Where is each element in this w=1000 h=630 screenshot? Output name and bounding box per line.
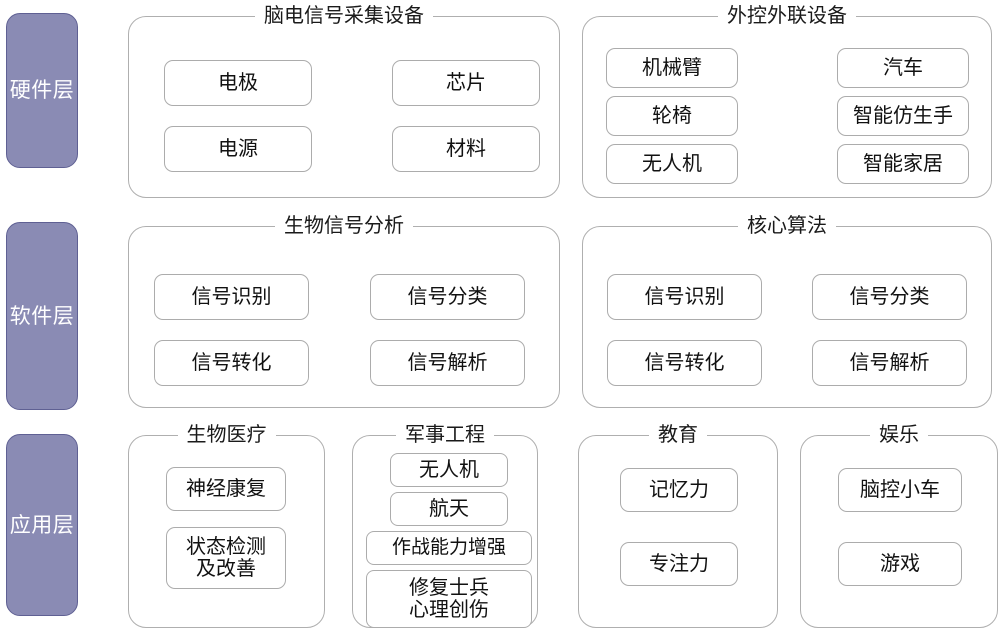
- group-body-entertainment: 脑控小车 游戏: [800, 435, 998, 628]
- group-title-external-devices: 外控外联设备: [718, 5, 856, 27]
- item-box[interactable]: 信号识别: [607, 274, 762, 320]
- item-box[interactable]: 汽车: [837, 48, 969, 88]
- group-body-education: 记忆力 专注力: [578, 435, 778, 628]
- item-box[interactable]: 修复士兵 心理创伤: [366, 570, 532, 628]
- item-box[interactable]: 状态检测 及改善: [166, 527, 286, 589]
- group-education: 教育 记忆力 专注力: [578, 424, 778, 628]
- item-box[interactable]: 轮椅: [606, 96, 738, 136]
- group-title-bio-signal-analysis: 生物信号分析: [275, 215, 413, 237]
- group-title-biomedical: 生物医疗: [177, 424, 276, 446]
- group-title-core-algorithm: 核心算法: [738, 215, 836, 237]
- group-military: 军事工程 无人机 航天 作战能力增强 修复士兵 心理创伤: [352, 424, 538, 628]
- group-title-military: 军事工程: [396, 424, 494, 446]
- item-box[interactable]: 脑控小车: [838, 468, 962, 512]
- item-box[interactable]: 智能家居: [837, 144, 969, 184]
- item-box[interactable]: 材料: [392, 126, 540, 172]
- item-box[interactable]: 信号解析: [812, 340, 967, 386]
- group-body-external-devices: 机械臂 汽车 轮椅 智能仿生手 无人机 智能家居: [582, 16, 992, 198]
- item-box[interactable]: 专注力: [620, 542, 738, 586]
- group-body-biomedical: 神经康复 状态检测 及改善: [128, 435, 325, 628]
- item-box[interactable]: 无人机: [390, 453, 508, 487]
- item-box[interactable]: 电极: [164, 60, 312, 106]
- group-entertainment: 娱乐 脑控小车 游戏: [800, 424, 998, 628]
- group-bio-signal-analysis: 生物信号分析 信号识别 信号分类 信号转化 信号解析: [128, 215, 560, 408]
- group-biomedical: 生物医疗 神经康复 状态检测 及改善: [128, 424, 325, 628]
- layer-label-hardware: 硬件层: [9, 78, 75, 102]
- item-box[interactable]: 电源: [164, 126, 312, 172]
- group-body-eeg-acquisition: 电极 芯片 电源 材料: [128, 16, 560, 198]
- group-body-military: 无人机 航天 作战能力增强 修复士兵 心理创伤: [352, 435, 538, 628]
- item-box[interactable]: 作战能力增强: [366, 531, 532, 565]
- item-box[interactable]: 信号转化: [607, 340, 762, 386]
- item-box[interactable]: 智能仿生手: [837, 96, 969, 136]
- item-box[interactable]: 机械臂: [606, 48, 738, 88]
- item-box[interactable]: 信号识别: [154, 274, 309, 320]
- group-title-eeg-acquisition: 脑电信号采集设备: [255, 5, 433, 27]
- item-box[interactable]: 游戏: [838, 542, 962, 586]
- item-box[interactable]: 航天: [390, 492, 508, 526]
- item-box[interactable]: 信号分类: [812, 274, 967, 320]
- layer-pill-software[interactable]: 软件层: [6, 222, 78, 410]
- group-external-devices: 外控外联设备 机械臂 汽车 轮椅 智能仿生手 无人机 智能家居: [582, 5, 992, 198]
- item-box[interactable]: 神经康复: [166, 467, 286, 511]
- item-box[interactable]: 记忆力: [620, 468, 738, 512]
- group-title-education: 教育: [649, 424, 707, 446]
- group-eeg-acquisition: 脑电信号采集设备 电极 芯片 电源 材料: [128, 5, 560, 198]
- group-title-entertainment: 娱乐: [870, 424, 928, 446]
- group-body-core-algorithm: 信号识别 信号分类 信号转化 信号解析: [582, 226, 992, 408]
- layer-pill-hardware[interactable]: 硬件层: [6, 13, 78, 168]
- item-box[interactable]: 信号解析: [370, 340, 525, 386]
- layer-label-application: 应用层: [9, 512, 75, 537]
- item-box[interactable]: 信号分类: [370, 274, 525, 320]
- group-core-algorithm: 核心算法 信号识别 信号分类 信号转化 信号解析: [582, 215, 992, 408]
- group-body-bio-signal-analysis: 信号识别 信号分类 信号转化 信号解析: [128, 226, 560, 408]
- layer-label-software: 软件层: [9, 303, 75, 328]
- item-box[interactable]: 芯片: [392, 60, 540, 106]
- item-box[interactable]: 无人机: [606, 144, 738, 184]
- layer-pill-application[interactable]: 应用层: [6, 434, 78, 616]
- item-box[interactable]: 信号转化: [154, 340, 309, 386]
